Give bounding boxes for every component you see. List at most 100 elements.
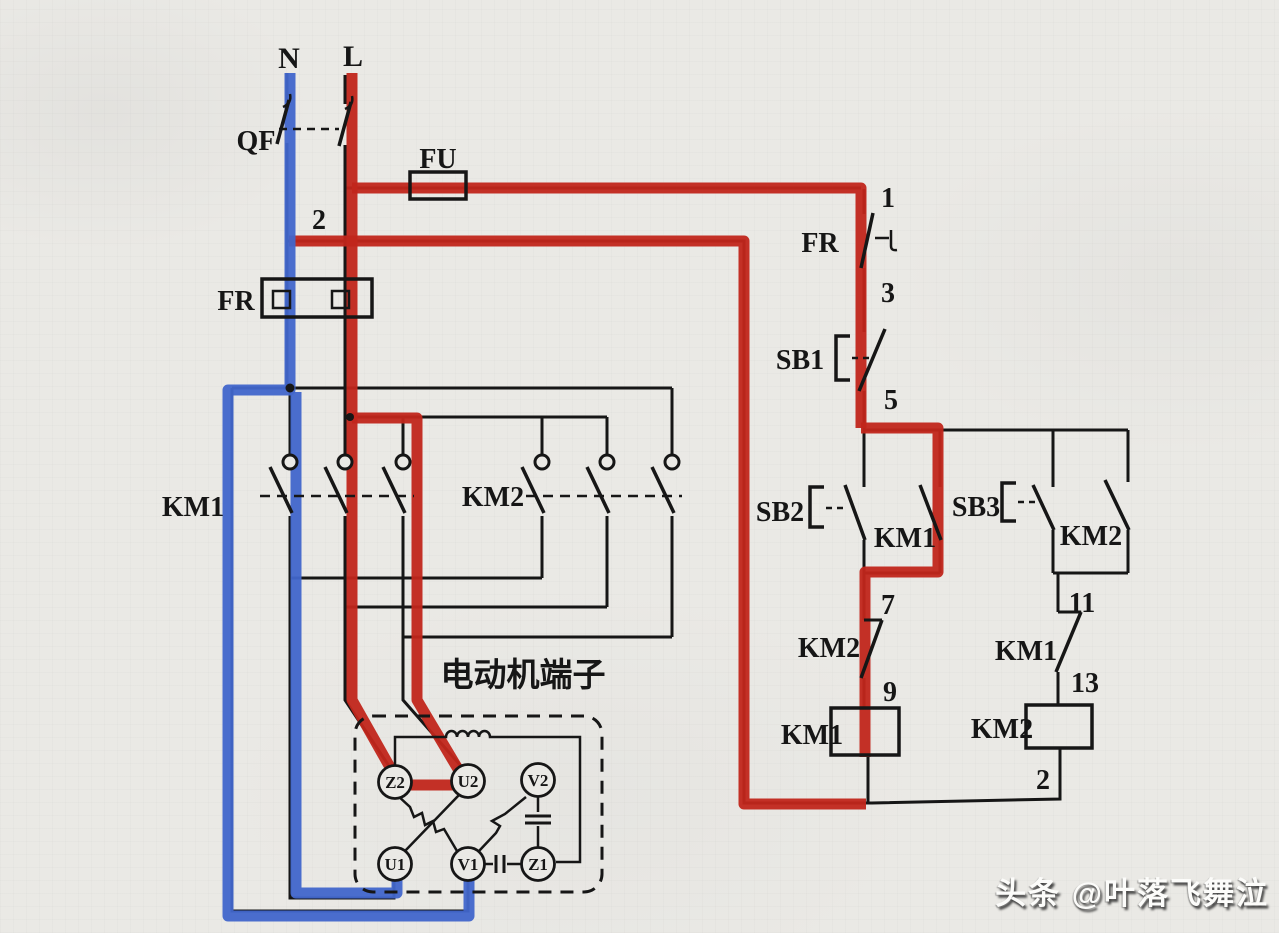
terminal-z2 xyxy=(377,764,413,800)
label-wire2-top: 2 xyxy=(312,205,326,236)
label-node9: 9 xyxy=(883,677,897,708)
label-km1-coil: KM1 xyxy=(781,720,843,751)
motor-title: 电动机端子 xyxy=(441,656,606,693)
terminal-u1 xyxy=(377,846,413,882)
fr-heater-left xyxy=(271,289,292,310)
sb1-bracket xyxy=(834,334,850,382)
contact-terminal xyxy=(336,453,354,471)
winding-u2-u1 xyxy=(404,794,460,852)
contact-lever xyxy=(650,466,676,514)
km1-coil xyxy=(829,706,901,757)
cap-v1-z1-plates xyxy=(494,855,506,873)
label-l: L xyxy=(343,40,363,73)
terminal-label-z1: Z1 xyxy=(528,855,548,874)
sb3-bracket xyxy=(1000,481,1016,523)
cap-v2-z1-plates xyxy=(525,814,551,825)
label-km1-aux: KM1 xyxy=(874,523,936,554)
km2-aux-lever xyxy=(1103,479,1131,531)
label-km2-main: KM2 xyxy=(462,482,524,513)
qf-lever-n xyxy=(275,99,291,145)
label-node3: 3 xyxy=(881,278,895,309)
qf-hook-n xyxy=(282,93,292,109)
label-km2-aux: KM2 xyxy=(1060,521,1122,552)
neutral-wire-overlay xyxy=(222,73,475,922)
live-u2-branch xyxy=(352,412,463,772)
label-km1-interlock: KM1 xyxy=(995,636,1057,667)
contact-terminal xyxy=(533,453,551,471)
contact-terminal xyxy=(281,453,299,471)
label-n: N xyxy=(278,42,300,75)
live-z2-branch xyxy=(346,418,396,772)
label-node5: 5 xyxy=(884,385,898,416)
motor-terminal-block xyxy=(353,714,604,894)
terminal-z1 xyxy=(520,846,556,882)
label-node7: 7 xyxy=(881,590,895,621)
neutral-u1-branch xyxy=(290,392,403,899)
label-wire2-bottom: 2 xyxy=(1036,765,1050,796)
qf-hook-l xyxy=(344,95,354,111)
live-wire-overlay xyxy=(289,73,944,810)
contact-lever xyxy=(381,466,407,514)
km2-coil xyxy=(1024,703,1094,750)
contact-lever xyxy=(323,466,349,514)
contact-lever xyxy=(520,466,546,514)
main-winding xyxy=(393,729,582,864)
fr-overload-heaters xyxy=(260,277,374,319)
km2-interlock-contact xyxy=(859,618,884,679)
label-km1-main: KM1 xyxy=(162,492,224,523)
label-node11: 11 xyxy=(1069,588,1095,619)
label-node13: 13 xyxy=(1071,668,1099,699)
sb3-start-button xyxy=(1000,481,1056,531)
live-holding-loop xyxy=(859,422,944,757)
qf-lever-l xyxy=(337,101,353,147)
km1-aux-lever xyxy=(918,484,943,541)
sb2-start-button xyxy=(808,484,867,541)
qf-breaker xyxy=(275,93,354,147)
km2-nc-lever xyxy=(859,619,884,679)
fr-nc-hook xyxy=(889,230,898,252)
label-qf: QF xyxy=(237,126,276,157)
terminal-v2 xyxy=(520,762,556,798)
fr-box xyxy=(260,277,374,319)
label-sb2: SB2 xyxy=(756,497,804,528)
fu-fuse xyxy=(408,170,468,201)
km1-main-contacts xyxy=(260,453,414,514)
label-fr-contact: FR xyxy=(801,228,839,259)
km1-interlock-contact xyxy=(1054,610,1083,673)
terminal-label-v2: V2 xyxy=(528,771,549,790)
terminal-label-u1: U1 xyxy=(385,855,406,874)
label-sb3: SB3 xyxy=(952,492,1000,523)
fr-nc-lever xyxy=(859,212,875,269)
fr-nc-contact xyxy=(859,212,898,269)
contact-terminal xyxy=(598,453,616,471)
sb2-lever xyxy=(843,484,867,541)
contact-terminal xyxy=(394,453,412,471)
contact-terminal xyxy=(663,453,681,471)
km2-main-contacts xyxy=(520,453,682,514)
junction-dot xyxy=(346,413,354,421)
label-fr-overload: FR xyxy=(217,286,255,317)
terminal-v1 xyxy=(450,846,486,882)
contact-lever xyxy=(585,466,611,514)
label-sb1: SB1 xyxy=(776,345,824,376)
km1-nc-lever xyxy=(1054,611,1083,673)
fr-heater-right xyxy=(330,289,351,310)
terminal-label-z2: Z2 xyxy=(385,773,405,792)
live-wire2-loop xyxy=(289,235,866,810)
terminal-label-u2: U2 xyxy=(458,772,479,791)
live-fu-run xyxy=(352,182,867,428)
watermark: 头条 @叶落飞舞泣 xyxy=(995,876,1269,911)
terminal-label-v1: V1 xyxy=(458,855,479,874)
label-fu: FU xyxy=(419,144,456,175)
labels: N L QF FU 2 FR 1 FR 3 SB1 5 SB2 KM1 SB3 … xyxy=(162,40,1122,874)
sb3-lever xyxy=(1031,484,1056,531)
label-km2-interlock: KM2 xyxy=(798,633,860,664)
neutral-v1-loop xyxy=(222,73,475,922)
contact-lever xyxy=(268,466,294,514)
label-node1: 1 xyxy=(881,183,895,214)
junction-dot xyxy=(285,383,295,393)
label-km2-coil: KM2 xyxy=(971,714,1033,745)
terminal-u2 xyxy=(450,763,486,799)
